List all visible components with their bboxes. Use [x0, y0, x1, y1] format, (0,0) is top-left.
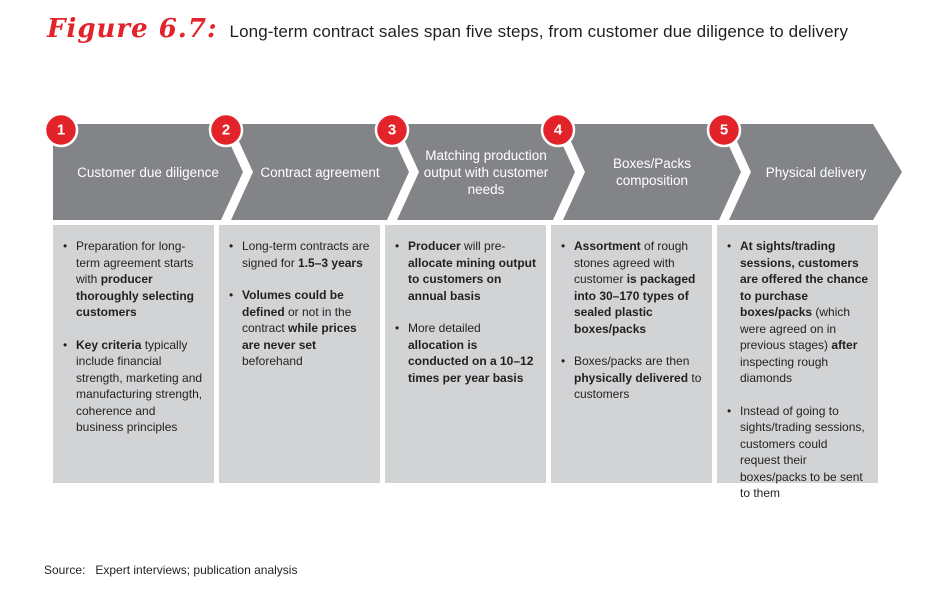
- bullet-text: Preparation for long-term agreement star…: [76, 239, 195, 319]
- step-number-4: 4: [554, 122, 563, 139]
- bullet-marker: •: [63, 337, 68, 352]
- step-label-physical-delivery: Physical delivery: [765, 164, 867, 180]
- bullet-marker: •: [395, 239, 400, 253]
- bullet-item: • Instead of going to sights/trading sess…: [727, 403, 870, 502]
- bullet-marker: •: [727, 239, 732, 253]
- step-number-3: 3: [388, 122, 396, 139]
- step-label-matching-production: Matching production output with customer…: [423, 147, 549, 197]
- bullet-item: • More detailed allocation is conducted o…: [395, 320, 538, 386]
- step-number-1: 1: [57, 122, 65, 139]
- bullet-list: • Preparation for long-term agreement sta…: [63, 238, 206, 436]
- bullet-text: Instead of going to sights/trading sessi…: [740, 403, 865, 501]
- bullet-marker: •: [395, 321, 400, 335]
- bullet-text: Key criteria typically include financial…: [76, 337, 203, 435]
- bullet-item: • Boxes/packs are then physically deliver…: [561, 353, 704, 403]
- step-number-2: 2: [222, 122, 230, 139]
- bullet-text: Producer will pre-allocate mining output…: [408, 239, 536, 303]
- bullet-text: Boxes/packs are then physically delivere…: [574, 354, 702, 401]
- step-number-circle-1: [43, 112, 79, 148]
- detail-box-matching-production: • Producer will pre-allocate mining outpu…: [385, 225, 546, 483]
- step-number-circle-5: [706, 112, 742, 148]
- bullet-list: • At sights/trading sessions, customers a…: [727, 238, 870, 502]
- bullet-text: Volumes could be defined or not in the c…: [242, 288, 357, 368]
- figure-number-label: Figure 6.7:: [47, 14, 218, 44]
- figure-title: Long-term contract sales span five steps…: [229, 22, 849, 41]
- step-number-circle-2: [208, 112, 244, 148]
- bullet-list: • Producer will pre-allocate mining outpu…: [395, 238, 538, 386]
- source-line: Source: Expert interviews; publication an…: [44, 563, 297, 577]
- detail-box-customer-due-diligence: • Preparation for long-term agreement sta…: [53, 225, 214, 483]
- bullet-text: At sights/trading sessions, customers ar…: [740, 239, 869, 385]
- figure-header: Figure 6.7: Long-term contract sales spa…: [47, 14, 848, 44]
- bullet-marker: •: [229, 288, 234, 302]
- bullet-marker: •: [63, 239, 68, 253]
- bullet-item: • Assortment of rough stones agreed with …: [561, 238, 704, 337]
- chevron-segment-5-arrowhead: [729, 124, 902, 220]
- bullet-item: • Long-term contracts are signed for 1.5–…: [229, 238, 372, 271]
- bullet-item: • At sights/trading sessions, customers a…: [727, 238, 870, 387]
- step-number-circle-4: [540, 112, 576, 148]
- bullet-marker: •: [727, 403, 732, 418]
- source-label: Source:: [44, 563, 86, 577]
- detail-box-boxes-packs-composition: • Assortment of rough stones agreed with …: [551, 225, 712, 483]
- bullet-item: • Volumes could be defined or not in the …: [229, 287, 372, 370]
- bullet-text: More detailed allocation is conducted on…: [408, 321, 534, 385]
- bullet-marker: •: [229, 239, 234, 253]
- step-label-boxes-packs-composition: Boxes/Packs composition: [612, 156, 692, 188]
- step-number-circle-3: [374, 112, 410, 148]
- bullet-text: Long-term contracts are signed for 1.5–3…: [242, 239, 370, 270]
- detail-box-contract-agreement: • Long-term contracts are signed for 1.5–…: [219, 225, 380, 483]
- detail-box-physical-delivery: • At sights/trading sessions, customers a…: [717, 225, 878, 500]
- step-label-contract-agreement: Contract agreement: [260, 164, 380, 180]
- chevron-segment-1: [53, 124, 243, 220]
- bullet-text: Assortment of rough stones agreed with c…: [574, 239, 696, 336]
- bullet-list: • Assortment of rough stones agreed with …: [561, 238, 704, 403]
- bullet-list: • Long-term contracts are signed for 1.5–…: [229, 238, 372, 370]
- source-text: Expert interviews; publication analysis: [95, 563, 298, 577]
- bullet-item: • Producer will pre-allocate mining outpu…: [395, 238, 538, 304]
- step-number-5: 5: [720, 122, 728, 139]
- bullet-item: • Key criteria typically include financia…: [63, 337, 206, 436]
- bullet-marker: •: [561, 239, 566, 253]
- step-label-customer-due-diligence: Customer due diligence: [77, 164, 219, 180]
- bullet-marker: •: [561, 354, 566, 368]
- chevron-segment-2: [231, 124, 409, 220]
- chevron-segment-4: [563, 124, 741, 220]
- bullet-item: • Preparation for long-term agreement sta…: [63, 238, 206, 321]
- chevron-segment-3: [397, 124, 575, 220]
